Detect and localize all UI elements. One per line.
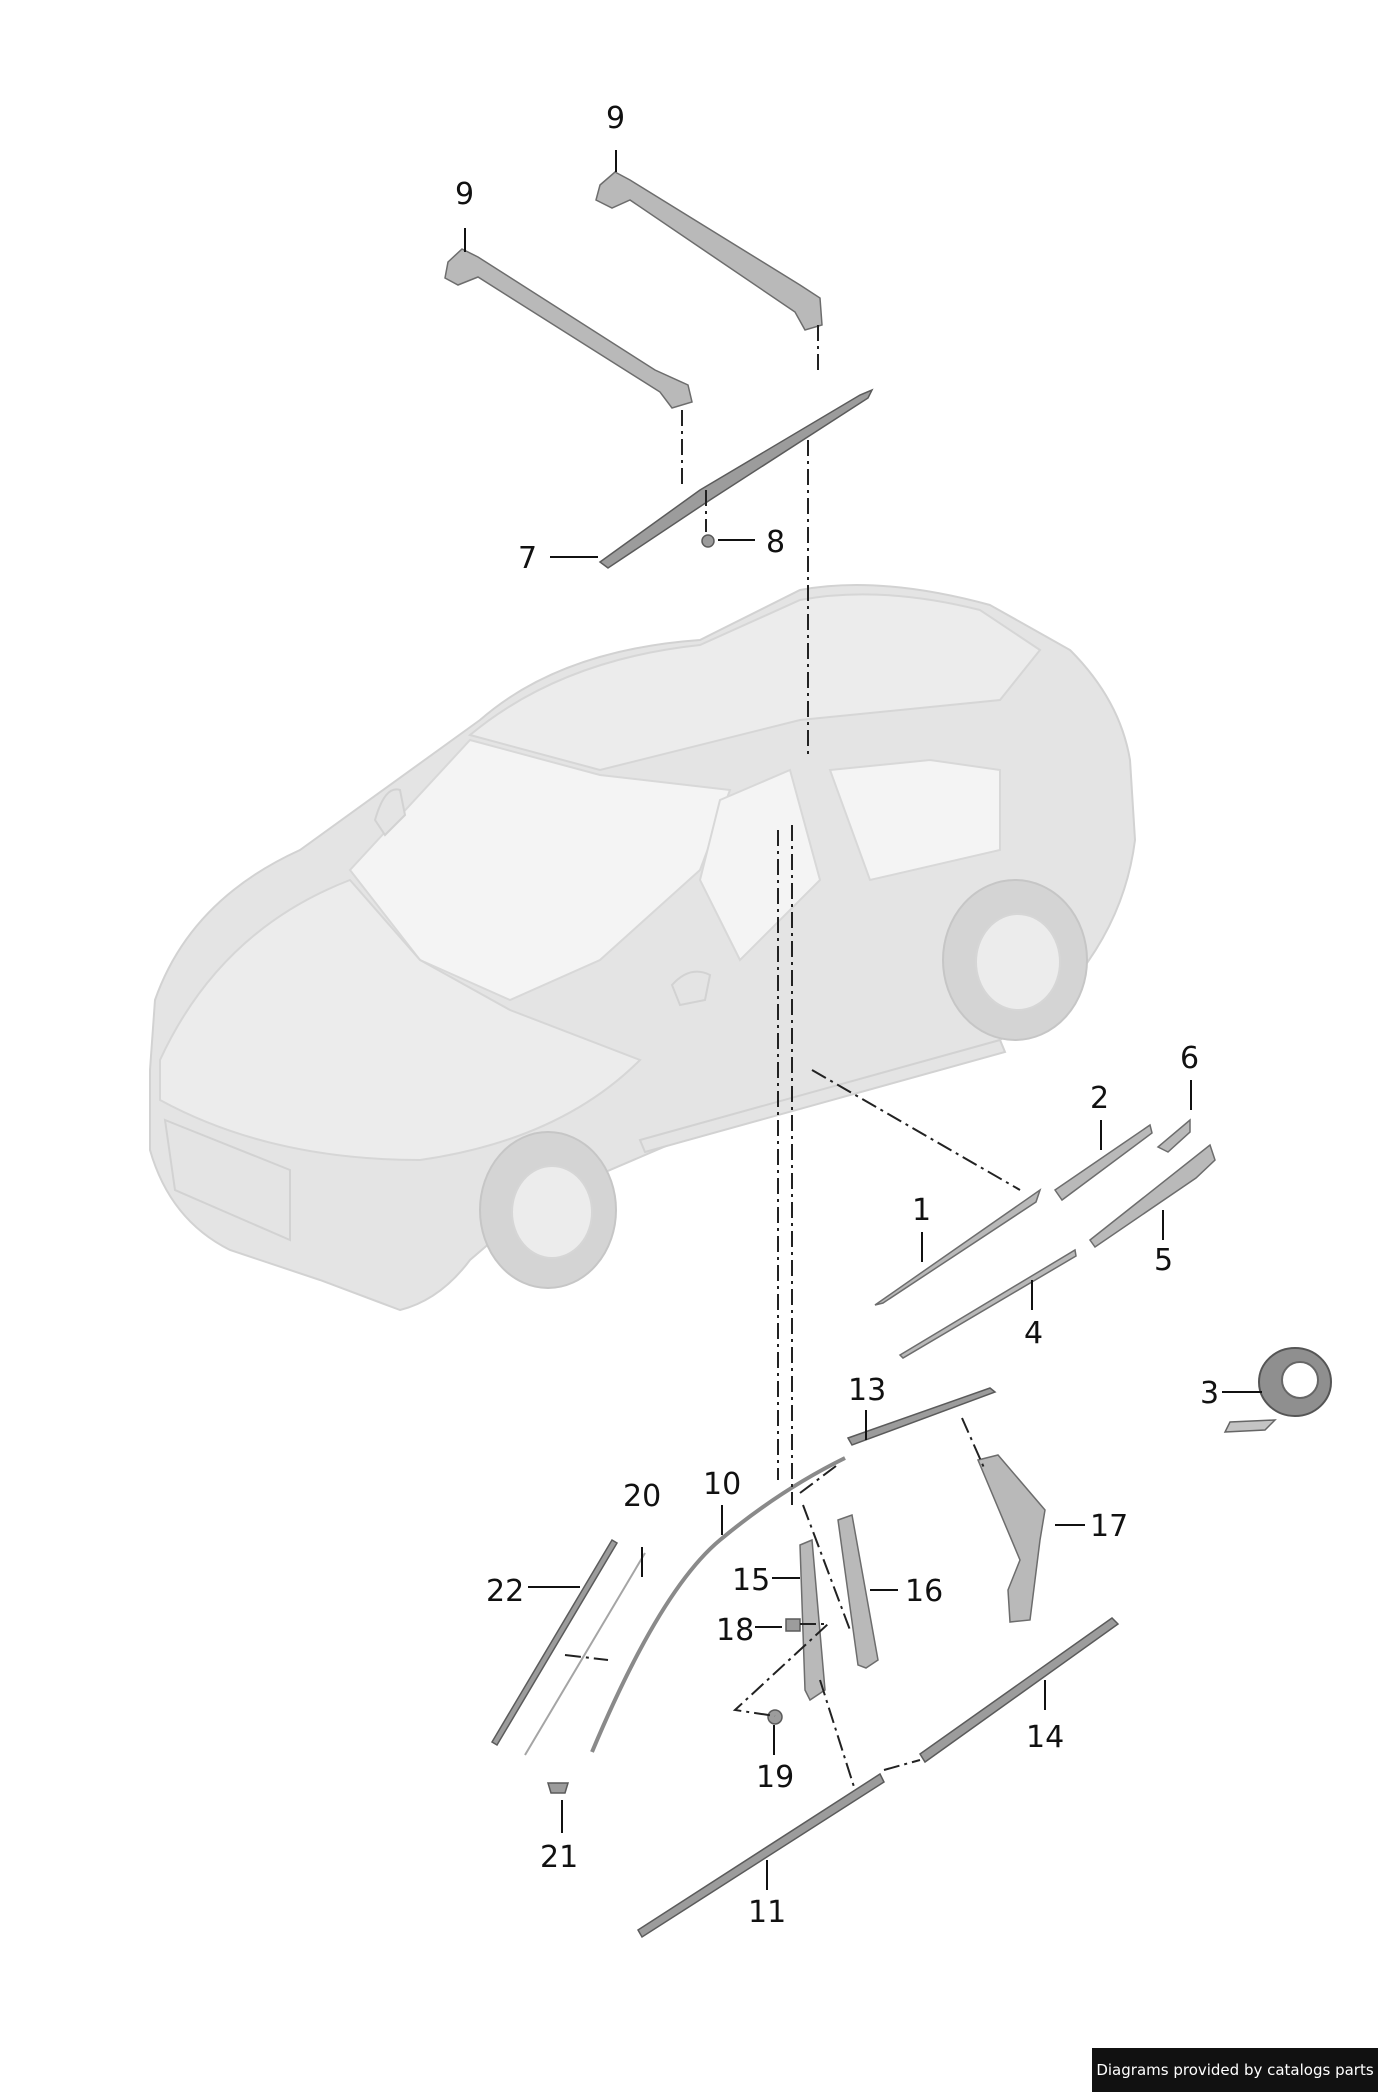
- c-pillar-trim: [976, 1454, 1046, 1623]
- belt-trim-rear: [918, 1617, 1120, 1764]
- callout-8: 8: [766, 525, 785, 560]
- screw-19: [767, 1709, 783, 1725]
- callout-17: 17: [1090, 1509, 1128, 1544]
- roof-rail: [598, 388, 874, 569]
- windshield-trim-outer: [490, 1538, 619, 1747]
- belt-trim-front: [636, 1772, 885, 1939]
- callout-1: 1: [912, 1193, 931, 1228]
- vehicle-illustration: [149, 584, 1137, 1312]
- callout-5: 5: [1154, 1243, 1173, 1278]
- callout-9-rear: 9: [606, 101, 625, 136]
- callout-2: 2: [1090, 1081, 1109, 1116]
- callout-21: 21: [540, 1840, 578, 1875]
- callout-19: 19: [756, 1760, 794, 1795]
- callout-18: 18: [716, 1613, 754, 1648]
- callout-11: 11: [748, 1895, 786, 1930]
- sill-trim-front: [898, 1248, 1077, 1359]
- credit-badge: Diagrams provided by catalogs parts: [1092, 2048, 1378, 2092]
- callout-7: 7: [518, 541, 537, 576]
- b-pillar-trim-rear: [837, 1513, 879, 1669]
- adhesive-tape-roll: [1223, 1347, 1332, 1433]
- screw-21: [546, 1782, 570, 1794]
- clip-18: [785, 1618, 801, 1632]
- b-pillar-trim-front: [799, 1538, 826, 1702]
- callout-15: 15: [732, 1563, 770, 1598]
- door-trim-front: [874, 1188, 1042, 1306]
- trim-end-cap: [1156, 1118, 1191, 1153]
- rail-clip: [701, 534, 715, 548]
- assembly-lines: [564, 325, 1021, 1791]
- roof-cross-bar-front: [444, 248, 693, 409]
- callout-16: 16: [905, 1574, 943, 1609]
- door-trim-rear: [1053, 1123, 1153, 1202]
- callout-6: 6: [1180, 1041, 1199, 1076]
- window-trim-a-pillar: [590, 1456, 846, 1753]
- callout-13: 13: [848, 1373, 886, 1408]
- callout-22: 22: [486, 1574, 524, 1609]
- window-trim-upper-rear: [846, 1387, 997, 1446]
- callout-10: 10: [703, 1467, 741, 1502]
- callout-20: 20: [623, 1479, 661, 1514]
- callout-14: 14: [1026, 1720, 1064, 1755]
- sill-trim-rear: [1088, 1143, 1216, 1249]
- roof-cross-bar-rear: [595, 171, 823, 331]
- callout-3: 3: [1200, 1376, 1219, 1411]
- callout-9-front: 9: [455, 177, 474, 212]
- leader-lines: [464, 150, 1262, 1890]
- callout-4: 4: [1024, 1316, 1043, 1351]
- windshield-trim-inner: [524, 1552, 646, 1756]
